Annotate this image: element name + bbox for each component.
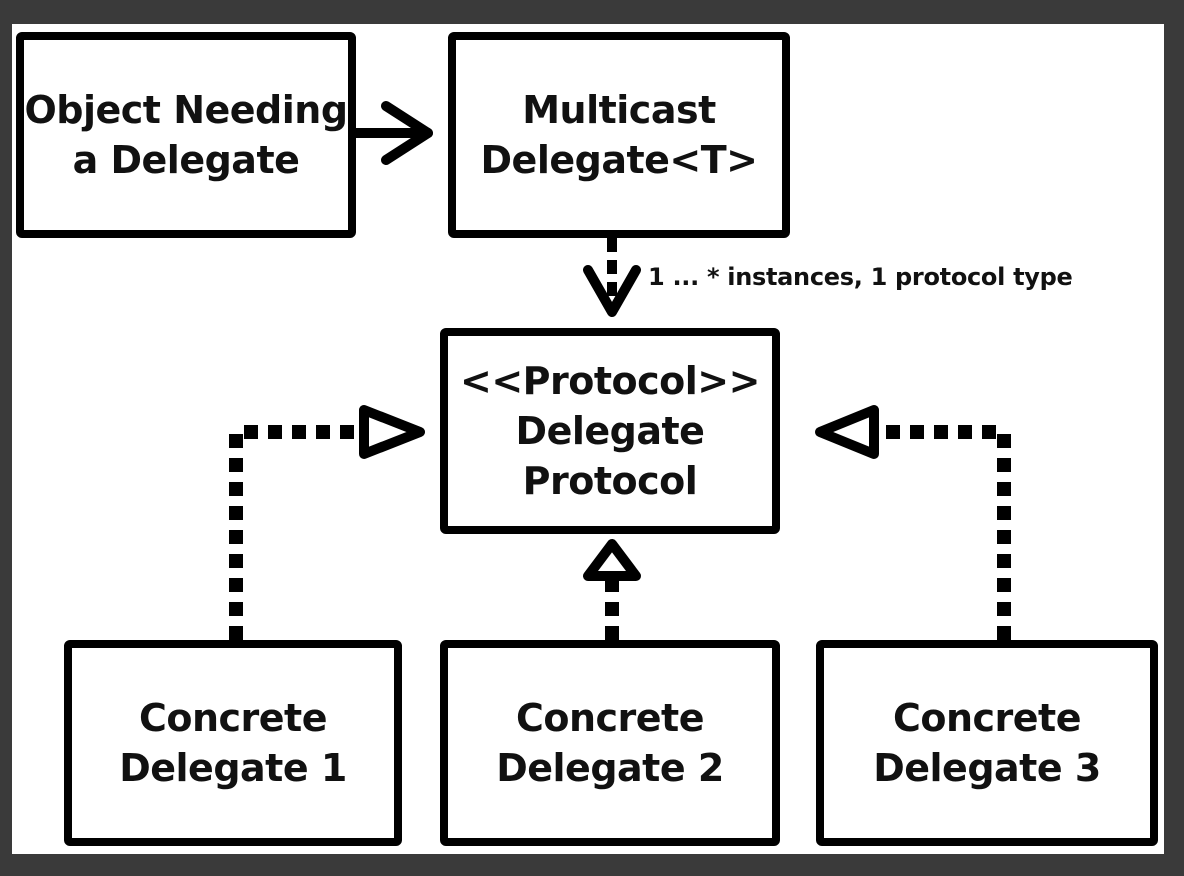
realization-line-3 bbox=[815, 405, 1011, 640]
association-arrow bbox=[351, 101, 433, 165]
concrete3-label-line2: Delegate 3 bbox=[873, 746, 1101, 790]
multiplicity-arrow bbox=[583, 238, 641, 317]
realization-line-1 bbox=[229, 405, 425, 640]
concrete2-label-line1: Concrete bbox=[515, 696, 705, 740]
concrete2-label-line2: Delegate 2 bbox=[496, 746, 724, 790]
object-box-label-line2: a Delegate bbox=[72, 138, 300, 182]
realization-line-2 bbox=[583, 539, 641, 640]
protocol-box-label-line3: Protocol bbox=[522, 459, 698, 503]
concrete-delegate-3-box: Concrete Delegate 3 bbox=[816, 640, 1158, 846]
concrete-delegate-2-box: Concrete Delegate 2 bbox=[440, 640, 780, 846]
protocol-box-label-line2: Delegate bbox=[515, 409, 705, 453]
object-needing-delegate-box: Object Needing a Delegate bbox=[16, 32, 356, 238]
concrete1-label-line1: Concrete bbox=[138, 696, 328, 740]
multicast-box-label-line1: Multicast bbox=[522, 88, 716, 132]
protocol-stereotype-label: <<Protocol>> bbox=[460, 359, 761, 403]
multicast-delegate-box: Multicast Delegate<T> bbox=[448, 32, 790, 238]
multiplicity-label: 1 ... * instances, 1 protocol type bbox=[648, 263, 1073, 291]
multicast-box-label-line2: Delegate<T> bbox=[480, 138, 759, 182]
object-box-label-line1: Object Needing bbox=[24, 88, 348, 132]
delegate-protocol-box: <<Protocol>> Delegate Protocol bbox=[440, 328, 780, 534]
concrete-delegate-1-box: Concrete Delegate 1 bbox=[64, 640, 402, 846]
concrete3-label-line1: Concrete bbox=[892, 696, 1082, 740]
concrete1-label-line2: Delegate 1 bbox=[119, 746, 347, 790]
